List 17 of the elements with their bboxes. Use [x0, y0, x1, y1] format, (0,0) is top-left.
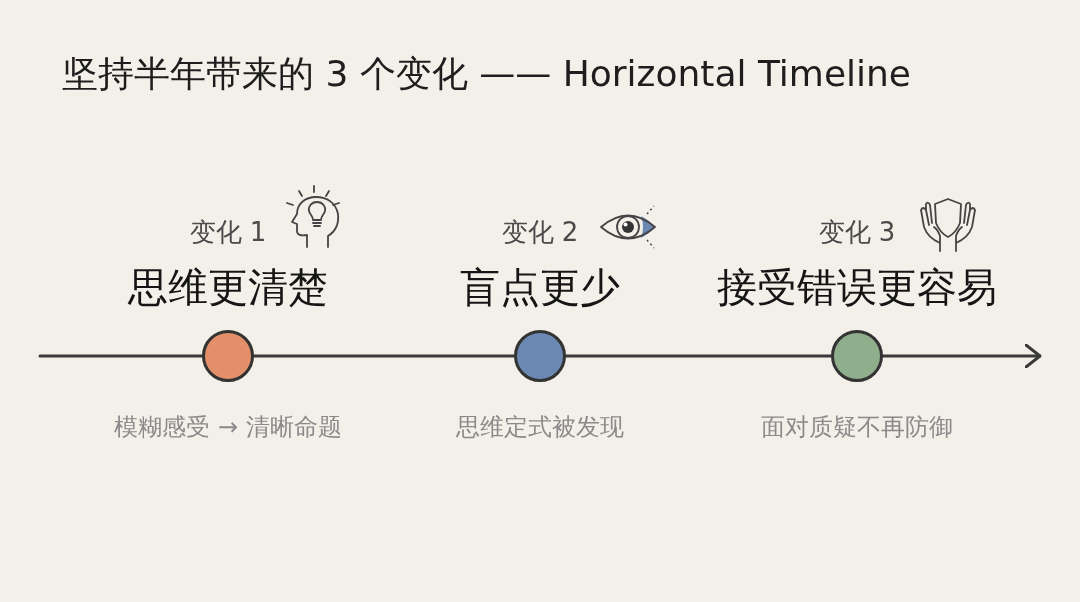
- milestone-label: 变化 2: [501, 217, 579, 249]
- milestone-label: 变化 1: [189, 217, 267, 249]
- title: 坚持半年带来的 3 个变化 —— Horizontal Timeline: [62, 52, 911, 96]
- milestone-caption: 思维定式被发现: [456, 412, 624, 442]
- timeline-arrow: [881, 343, 1042, 369]
- milestone-dot: [831, 330, 883, 382]
- milestone-caption: 模糊感受 → 清晰命题: [114, 412, 342, 442]
- milestone-heading: 思维更清楚: [128, 263, 328, 311]
- milestone-caption: 面对质疑不再防御: [761, 412, 953, 442]
- milestone-heading: 接受错误更容易: [717, 263, 997, 311]
- milestone-heading: 盲点更少: [460, 263, 620, 311]
- timeline-line: [252, 354, 516, 358]
- timeline-line: [564, 354, 833, 358]
- milestone-dot: [202, 330, 254, 382]
- timeline-line: [38, 354, 204, 358]
- milestone-label: 变化 3: [818, 217, 896, 249]
- milestone-dot: [514, 330, 566, 382]
